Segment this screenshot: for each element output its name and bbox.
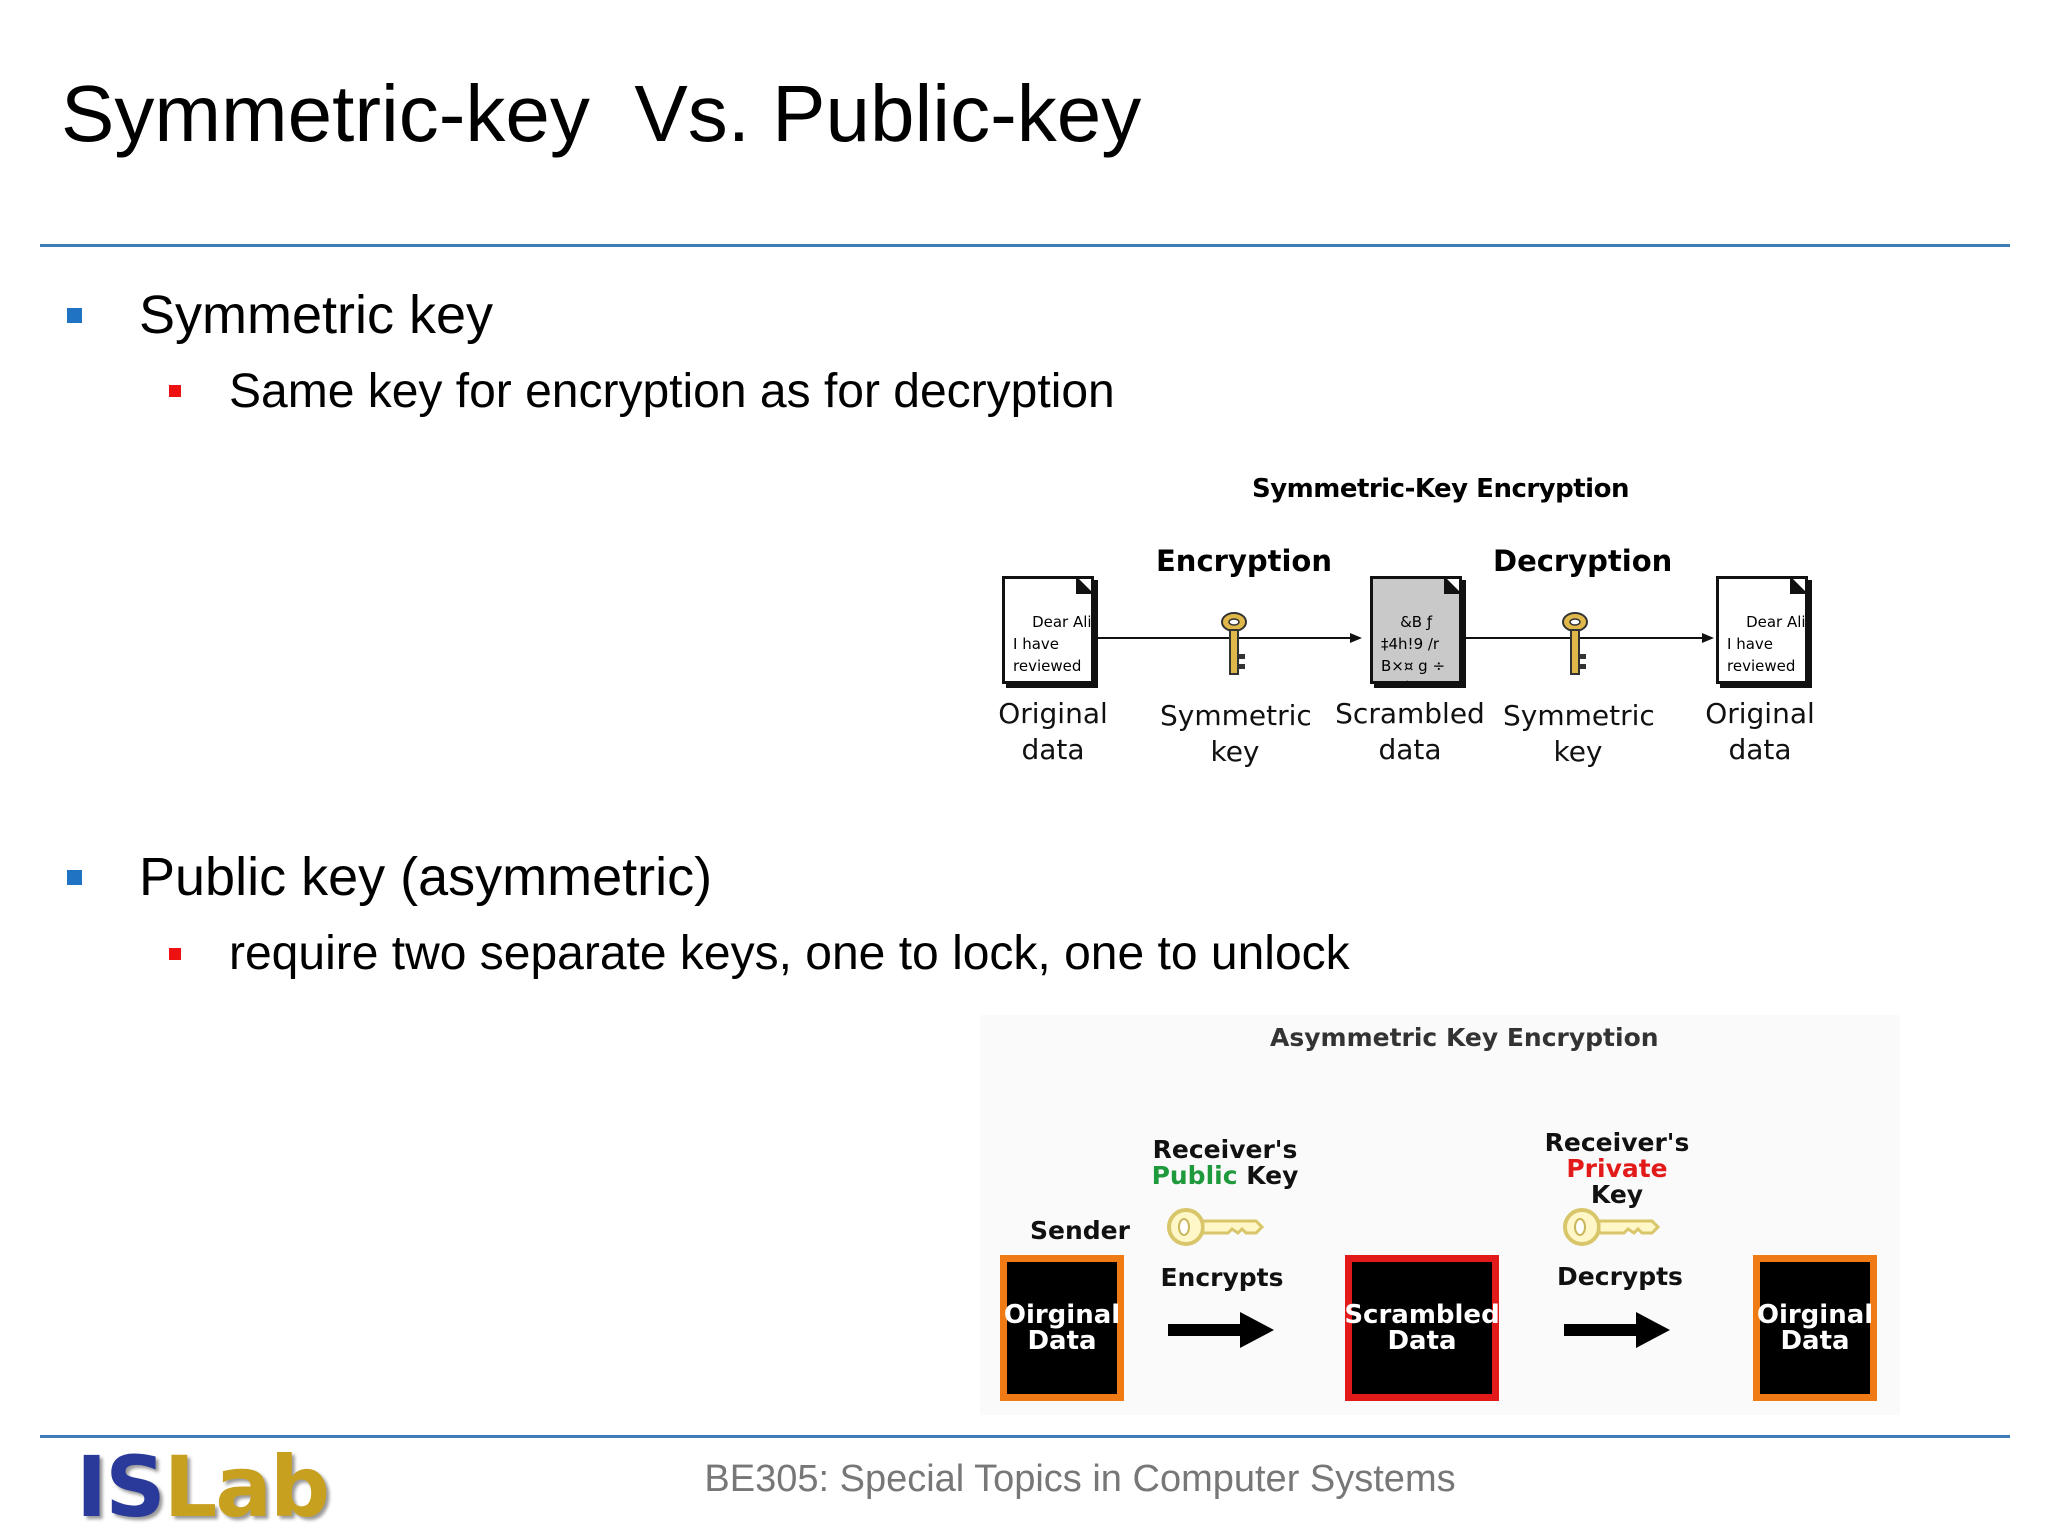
islab-logo: ISLab: [76, 1438, 330, 1536]
original-data-document-icon: Dear Ali: I have reviewed the new...: [1716, 576, 1808, 684]
original-data-box: Oirginal Data: [1753, 1255, 1877, 1401]
symmetric-key-icon: [1562, 612, 1588, 675]
arrow-right-icon: [1564, 1312, 1670, 1348]
symmetric-key-icon: [1221, 612, 1247, 675]
sub-bullet-marker: [169, 948, 181, 960]
asymmetric-key-diagram: Asymmetric Key Encryption Sender Receive…: [980, 1015, 1910, 1415]
caption-symmetric-key: Symmetric key: [1503, 699, 1655, 768]
slide-title: Symmetric-key Vs. Public-key: [61, 69, 1142, 158]
sub-bullet-same-key: Same key for encryption as for decryptio…: [229, 365, 1115, 418]
scrambled-data-box: Scrambled Data: [1344, 1255, 1500, 1401]
bullet-symmetric-key: Symmetric key: [139, 285, 494, 345]
symmetric-key-diagram: Symmetric-Key Encryption Encryption Decr…: [990, 470, 1850, 790]
encrypts-label: Encrypts: [1160, 1263, 1284, 1292]
arrow-right-icon: [1168, 1312, 1274, 1348]
original-data-document-icon: Dear Ali: I have reviewed the new...: [1002, 576, 1094, 684]
receivers-public-key-label: Receiver's Public Key: [1151, 1135, 1299, 1190]
caption-scrambled-data: Scrambled data: [1335, 697, 1485, 766]
title-divider: [40, 244, 2010, 247]
footer-course-title: BE305: Special Topics in Computer System…: [704, 1458, 1456, 1500]
decryption-label: Decryption: [1493, 544, 1673, 578]
caption-symmetric-key: Symmetric key: [1160, 699, 1312, 768]
symmetric-diagram-title: Symmetric-Key Encryption: [1252, 474, 1629, 504]
bullet-marker: [67, 308, 82, 323]
private-word: Private: [1566, 1154, 1668, 1183]
scrambled-data-document-icon: &B ƒ ‡4h!9 /r B×¤ g ÷ (...'`s( _: [1370, 576, 1462, 684]
encryption-label: Encryption: [1156, 544, 1332, 578]
private-key-icon: [1563, 1208, 1661, 1246]
bullet-marker: [67, 870, 82, 885]
caption-original-data: Original data: [1705, 697, 1815, 766]
public-key-icon: [1167, 1208, 1265, 1246]
sub-bullet-marker: [169, 385, 181, 397]
flow-lines: [1095, 633, 1714, 643]
asymmetric-diagram-title: Asymmetric Key Encryption: [1270, 1023, 1659, 1052]
decrypts-label: Decrypts: [1557, 1262, 1683, 1291]
bullet-public-key: Public key (asymmetric): [139, 847, 713, 907]
public-word: Public: [1151, 1161, 1238, 1190]
sub-bullet-two-keys: require two separate keys, one to lock, …: [229, 927, 1350, 980]
caption-original-data: Original data: [998, 697, 1108, 766]
footer-divider: [40, 1435, 2010, 1438]
original-data-box: Oirginal Data: [1000, 1255, 1124, 1401]
receivers-private-key-label: Receiver's Private Key: [1544, 1128, 1690, 1209]
sender-label: Sender: [1030, 1216, 1130, 1245]
